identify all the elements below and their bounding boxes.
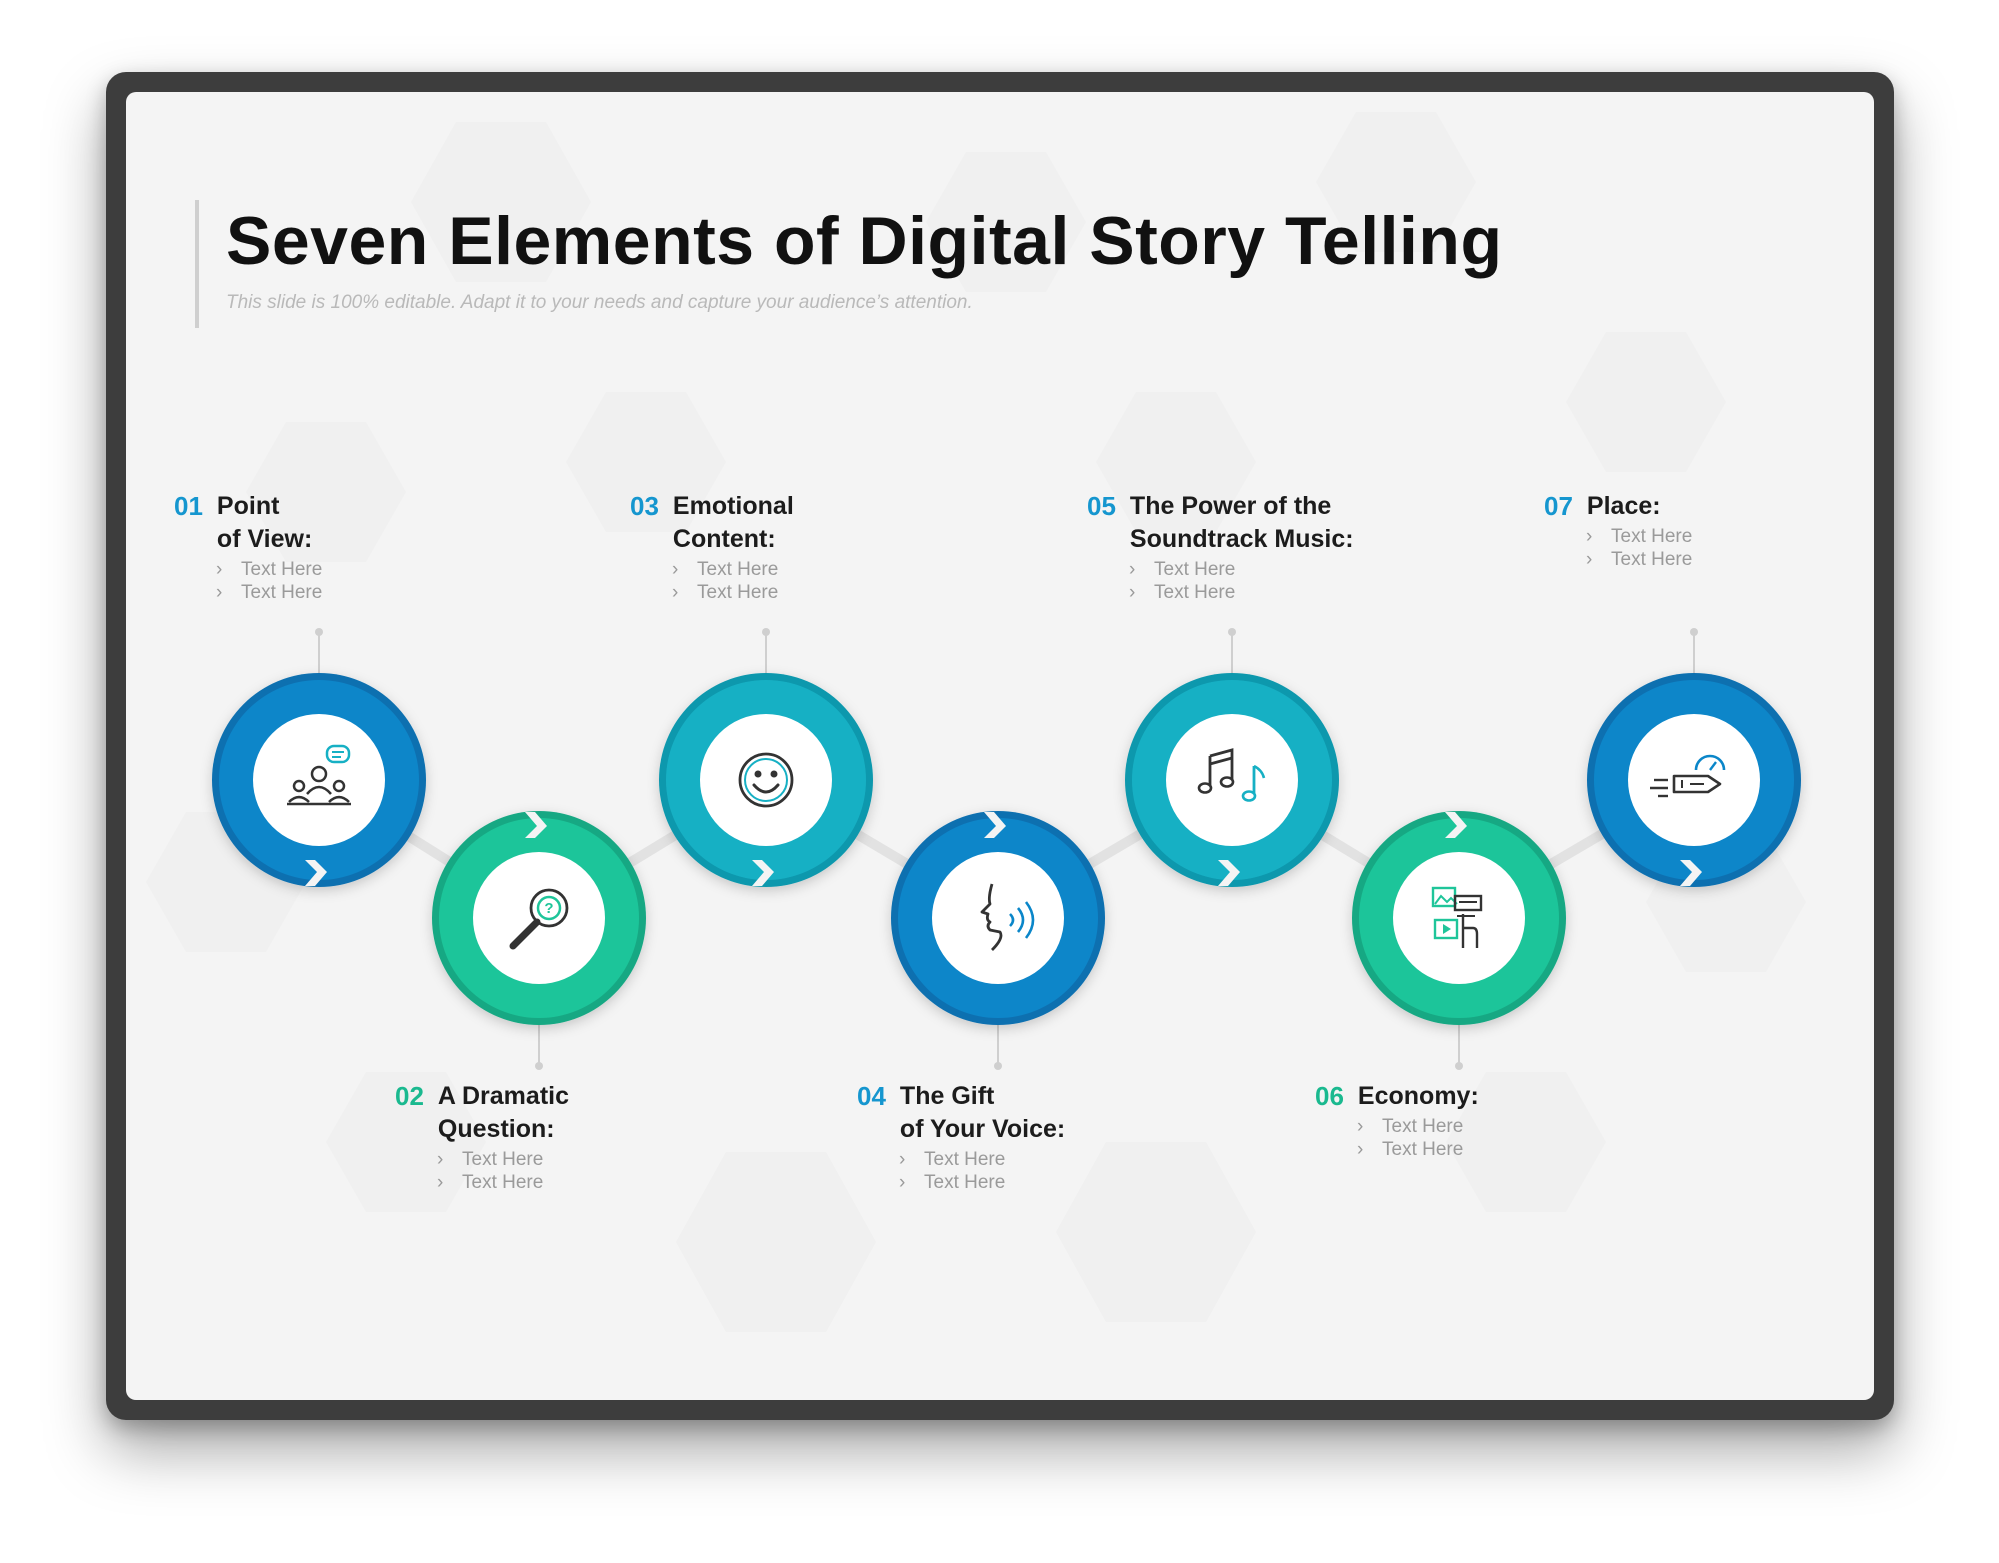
ring-notch xyxy=(1218,860,1240,886)
magnifier-question-icon: ? xyxy=(509,888,569,950)
ring-notch xyxy=(525,812,547,838)
ring-notch xyxy=(1680,860,1702,886)
element-label-05: 05 The Power of the Soundtrack Music: Text… xyxy=(1087,490,1507,604)
bullet-list: Text HereText Here xyxy=(1357,1115,1735,1161)
slide: Seven Elements of Digital Story Telling … xyxy=(126,92,1874,1400)
element-node-04 xyxy=(891,811,1105,1025)
svg-text:?: ? xyxy=(544,900,553,917)
element-title: Place: xyxy=(1586,492,1661,520)
ring-notch xyxy=(1445,812,1467,838)
element-label-06: 06 Economy: Text HereText Here xyxy=(1315,1080,1735,1161)
label-heading: 03 Emotional Content: xyxy=(630,490,1050,556)
bullet-item: Text Here xyxy=(1129,558,1507,581)
bullet-item: Text Here xyxy=(216,558,594,581)
slide-subtitle: This slide is 100% editable. Adapt it to… xyxy=(226,292,973,313)
element-label-01: 01 Point of View: Text HereText Here xyxy=(174,490,594,604)
slide-title: Seven Elements of Digital Story Telling xyxy=(226,203,1503,279)
bullet-item: Text Here xyxy=(1129,581,1507,604)
bullet-item: Text Here xyxy=(437,1171,815,1194)
title-accent-bar xyxy=(195,200,199,328)
node-center xyxy=(700,714,832,846)
node-center xyxy=(1628,714,1760,846)
label-tick-dot xyxy=(994,1062,1002,1070)
bullet-list: Text HereText Here xyxy=(1586,525,1874,571)
label-tick-dot xyxy=(1228,628,1236,636)
label-tick-dot xyxy=(315,628,323,636)
bullet-list: Text HereText Here xyxy=(899,1148,1277,1194)
ring-notch xyxy=(305,860,327,886)
audience-speaker-icon xyxy=(287,744,351,806)
bullet-item: Text Here xyxy=(1586,548,1874,571)
element-label-03: 03 Emotional Content: Text HereText Here xyxy=(630,490,1050,604)
bullet-item: Text Here xyxy=(216,581,594,604)
node-center xyxy=(473,852,605,984)
smiley-face-icon xyxy=(738,752,794,808)
node-center xyxy=(1393,852,1525,984)
ring-notch xyxy=(984,812,1006,838)
bullet-item: Text Here xyxy=(672,581,1050,604)
element-node-07 xyxy=(1587,673,1801,887)
element-node-06 xyxy=(1352,811,1566,1025)
label-tick-dot xyxy=(1690,628,1698,636)
speaking-face-icon xyxy=(980,883,1035,951)
element-label-04: 04 The Gift of Your Voice: Text HereText H… xyxy=(857,1080,1277,1194)
bullet-item: Text Here xyxy=(1586,525,1874,548)
element-title: The Power of the Soundtrack Music: xyxy=(1129,492,1354,553)
ring-notch xyxy=(752,860,774,886)
element-number: 05 xyxy=(1087,491,1116,521)
bullet-list: Text HereText Here xyxy=(216,558,594,604)
element-title: The Gift of Your Voice: xyxy=(899,1082,1066,1143)
digital-media-icon xyxy=(1431,886,1483,948)
label-heading: 05 The Power of the Soundtrack Music: xyxy=(1087,490,1507,556)
element-number: 03 xyxy=(630,491,659,521)
bullet-item: Text Here xyxy=(672,558,1050,581)
label-tick-dot xyxy=(762,628,770,636)
element-number: 02 xyxy=(395,1081,424,1111)
bullet-list: Text HereText Here xyxy=(1129,558,1507,604)
label-heading: 01 Point of View: xyxy=(174,490,594,556)
story-elements-diagram: ? xyxy=(212,628,1801,1070)
bullet-item: Text Here xyxy=(437,1148,815,1171)
bullet-list: Text HereText Here xyxy=(437,1148,815,1194)
element-title: Economy: xyxy=(1357,1082,1479,1110)
element-number: 06 xyxy=(1315,1081,1344,1111)
label-heading: 02 A Dramatic Question: xyxy=(395,1080,815,1146)
label-heading: 07 Place: xyxy=(1544,490,1874,523)
slide-frame: Seven Elements of Digital Story Telling … xyxy=(106,72,1894,1420)
bullet-item: Text Here xyxy=(1357,1138,1735,1161)
label-tick-dot xyxy=(1455,1062,1463,1070)
element-title: Emotional Content: xyxy=(672,492,794,553)
rocket-speed-icon xyxy=(1650,754,1726,798)
element-title: A Dramatic Question: xyxy=(437,1082,569,1143)
element-number: 01 xyxy=(174,491,203,521)
label-heading: 06 Economy: xyxy=(1315,1080,1735,1113)
label-tick-dot xyxy=(535,1062,543,1070)
element-title: Point of View: xyxy=(216,492,313,553)
bullet-item: Text Here xyxy=(1357,1115,1735,1138)
element-label-07: 07 Place: Text HereText Here xyxy=(1544,490,1874,571)
element-node-03 xyxy=(659,673,873,887)
element-label-02: 02 A Dramatic Question: Text HereText Here xyxy=(395,1080,815,1194)
music-notes-icon xyxy=(1197,748,1266,802)
bullet-list: Text HereText Here xyxy=(672,558,1050,604)
bullet-item: Text Here xyxy=(899,1171,1277,1194)
element-node-02 xyxy=(432,811,646,1025)
bullet-item: Text Here xyxy=(899,1148,1277,1171)
element-number: 04 xyxy=(857,1081,886,1111)
element-number: 07 xyxy=(1544,491,1573,521)
label-heading: 04 The Gift of Your Voice: xyxy=(857,1080,1277,1146)
node-center xyxy=(932,852,1064,984)
